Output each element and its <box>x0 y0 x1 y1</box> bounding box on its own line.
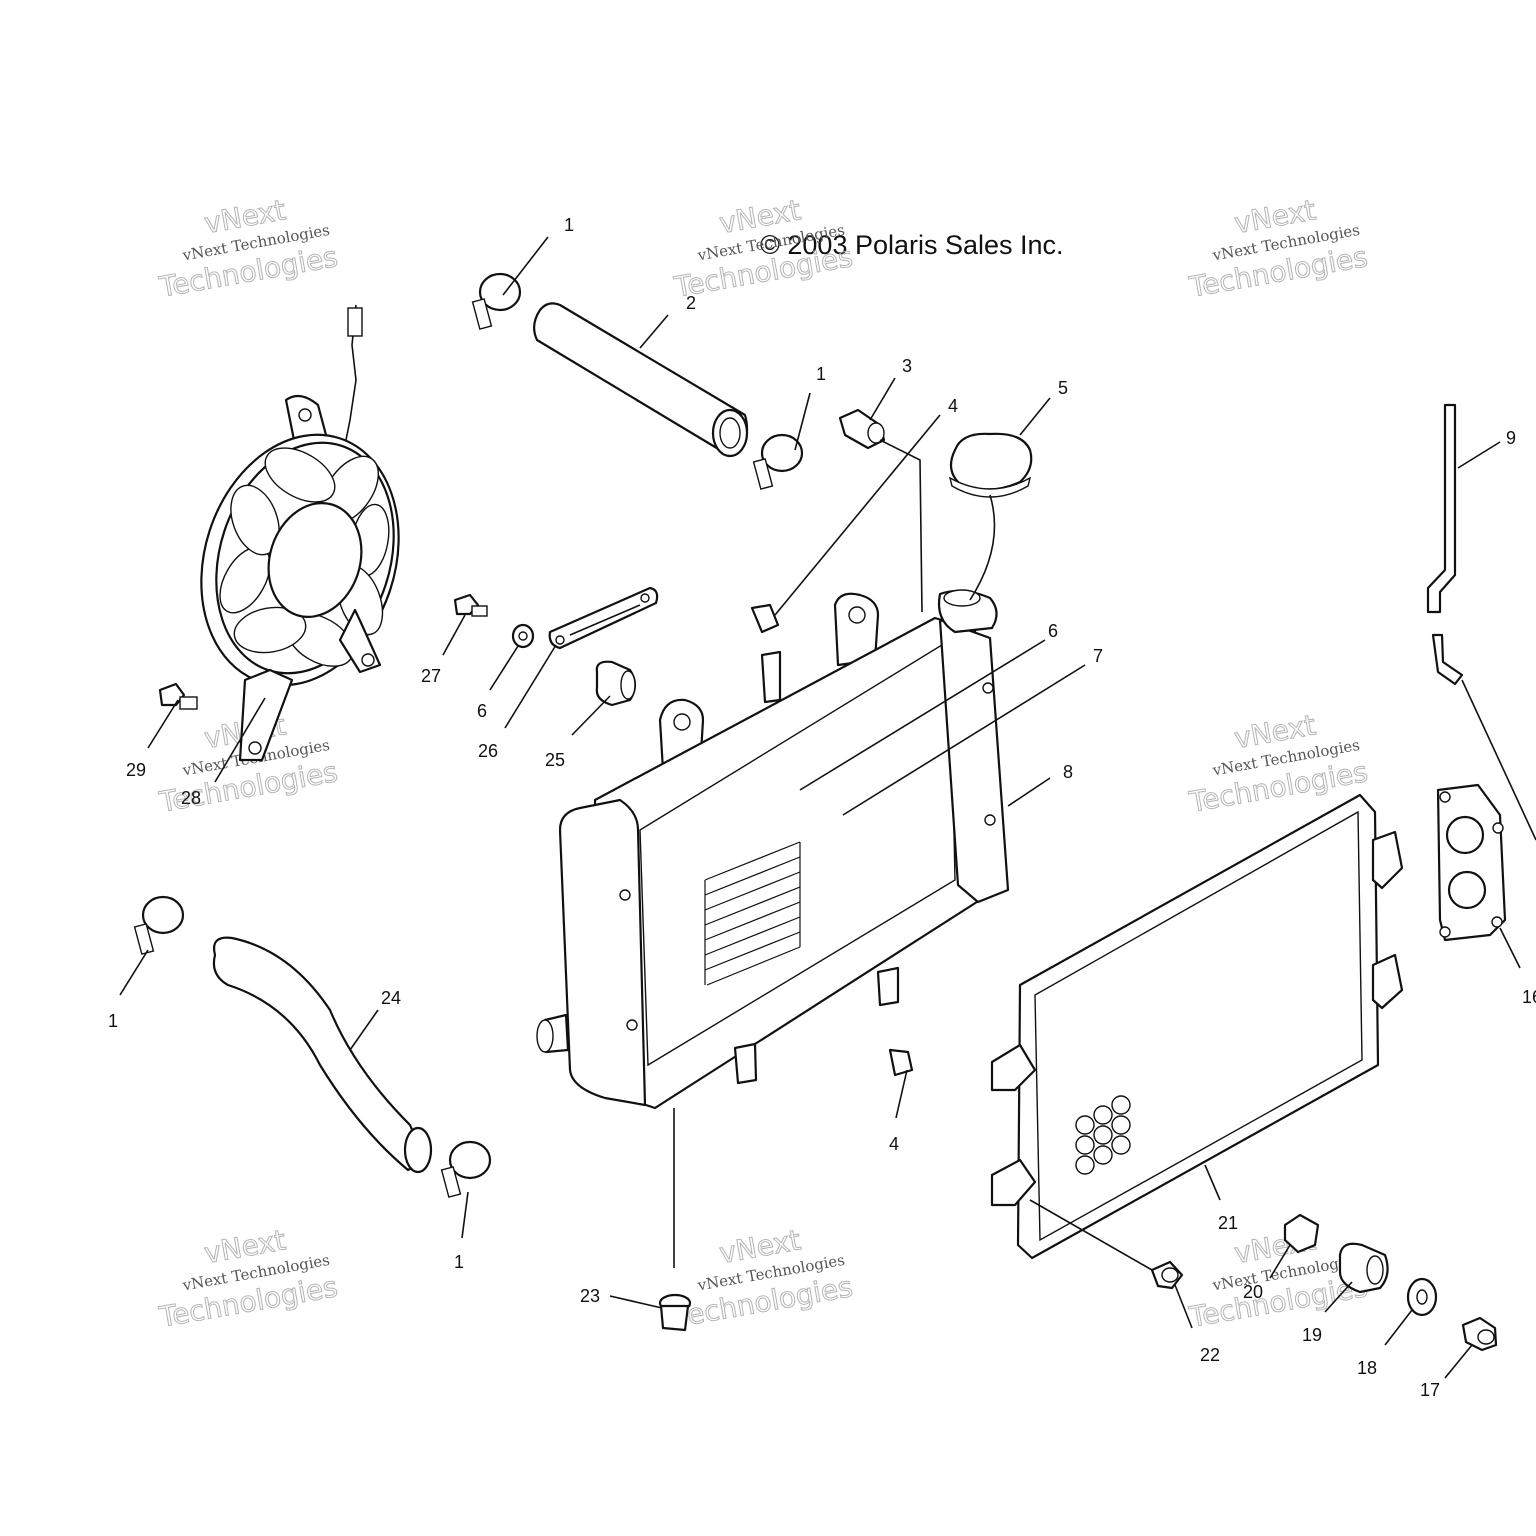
callout-1: 1 <box>108 1011 118 1031</box>
clip-4b <box>888 1048 914 1077</box>
callout-1: 1 <box>564 215 574 235</box>
callout-22: 22 <box>1200 1345 1220 1365</box>
watermark-top-center: vNext vNext Technologies Technologies <box>671 193 856 305</box>
callout-6: 6 <box>477 701 487 721</box>
bushing-23 <box>658 1293 692 1332</box>
hose-clamp-1a <box>471 272 522 330</box>
callout-27: 27 <box>421 666 441 686</box>
mounting-strap <box>548 586 659 650</box>
grommet-19 <box>1338 1242 1389 1294</box>
watermark-mid-right: vNext vNext Technologies Technologies <box>1186 708 1371 820</box>
callout-2: 2 <box>686 293 696 313</box>
radiator-core-fins <box>704 841 801 986</box>
callout-9: 9 <box>1506 428 1516 448</box>
bolt-27 <box>453 593 488 617</box>
watermark-bottom-left: vNext vNext Technologies Technologies <box>156 1223 341 1335</box>
callout-21: 21 <box>1218 1213 1238 1233</box>
elbow-fitting <box>1431 633 1464 686</box>
radiator <box>536 589 1010 1110</box>
bolt-17 <box>1461 1316 1498 1352</box>
radiator-screen <box>990 793 1404 1260</box>
callout-26: 26 <box>478 741 498 761</box>
bolt-29 <box>158 682 198 710</box>
hose-clamp-1b <box>752 433 804 490</box>
callout-28: 28 <box>181 788 201 808</box>
watermark-bottom-center: vNext vNext Technologies Technologies <box>671 1223 856 1335</box>
screen-mesh <box>1075 1095 1131 1175</box>
temperature-sensor <box>838 408 886 450</box>
clip-4a <box>750 603 780 634</box>
callout-3: 3 <box>902 356 912 376</box>
callout-4: 4 <box>889 1134 899 1154</box>
callout-7: 7 <box>1093 646 1103 666</box>
mounting-bracket-plate <box>1436 783 1507 942</box>
callout-24: 24 <box>381 988 401 1008</box>
spacer-20 <box>1283 1213 1320 1254</box>
overflow-tube <box>1426 403 1457 614</box>
callout-25: 25 <box>545 750 565 770</box>
callout-16: 16 <box>1522 987 1536 1007</box>
hose-clamp-1c <box>133 895 185 955</box>
rubber-grommet <box>595 660 637 707</box>
callout-23: 23 <box>580 1286 600 1306</box>
hose-clamp-1d <box>440 1140 492 1198</box>
callout-19: 19 <box>1302 1325 1322 1345</box>
callout-1: 1 <box>454 1252 464 1272</box>
callout-5: 5 <box>1058 378 1068 398</box>
callout-1: 1 <box>816 364 826 384</box>
leader-lines <box>119 236 1536 1379</box>
callout-4: 4 <box>948 396 958 416</box>
callout-29: 29 <box>126 760 146 780</box>
radiator-cap <box>948 432 1033 498</box>
washer-6 <box>511 623 535 649</box>
bolt-22 <box>1150 1260 1184 1290</box>
callout-8: 8 <box>1063 762 1073 782</box>
washer-18 <box>1406 1277 1438 1317</box>
callout-6: 6 <box>1048 621 1058 641</box>
radiator-hose-upper <box>533 302 749 458</box>
watermark-top-right: vNext vNext Technologies Technologies <box>1186 193 1371 305</box>
callout-20: 20 <box>1243 1282 1263 1302</box>
callout-17: 17 <box>1420 1380 1440 1400</box>
watermark-top-left: vNext vNext Technologies Technologies <box>156 193 341 305</box>
callout-18: 18 <box>1357 1358 1377 1378</box>
radiator-hose-lower <box>212 936 433 1174</box>
fan-blades <box>219 447 390 667</box>
callout-labels: 1 2 1 3 4 5 9 27 6 26 25 6 7 8 29 28 16 … <box>108 215 1536 1400</box>
copyright-text: © 2003 Polaris Sales Inc. <box>760 230 1064 260</box>
cooling-fan-assembly <box>200 304 400 762</box>
